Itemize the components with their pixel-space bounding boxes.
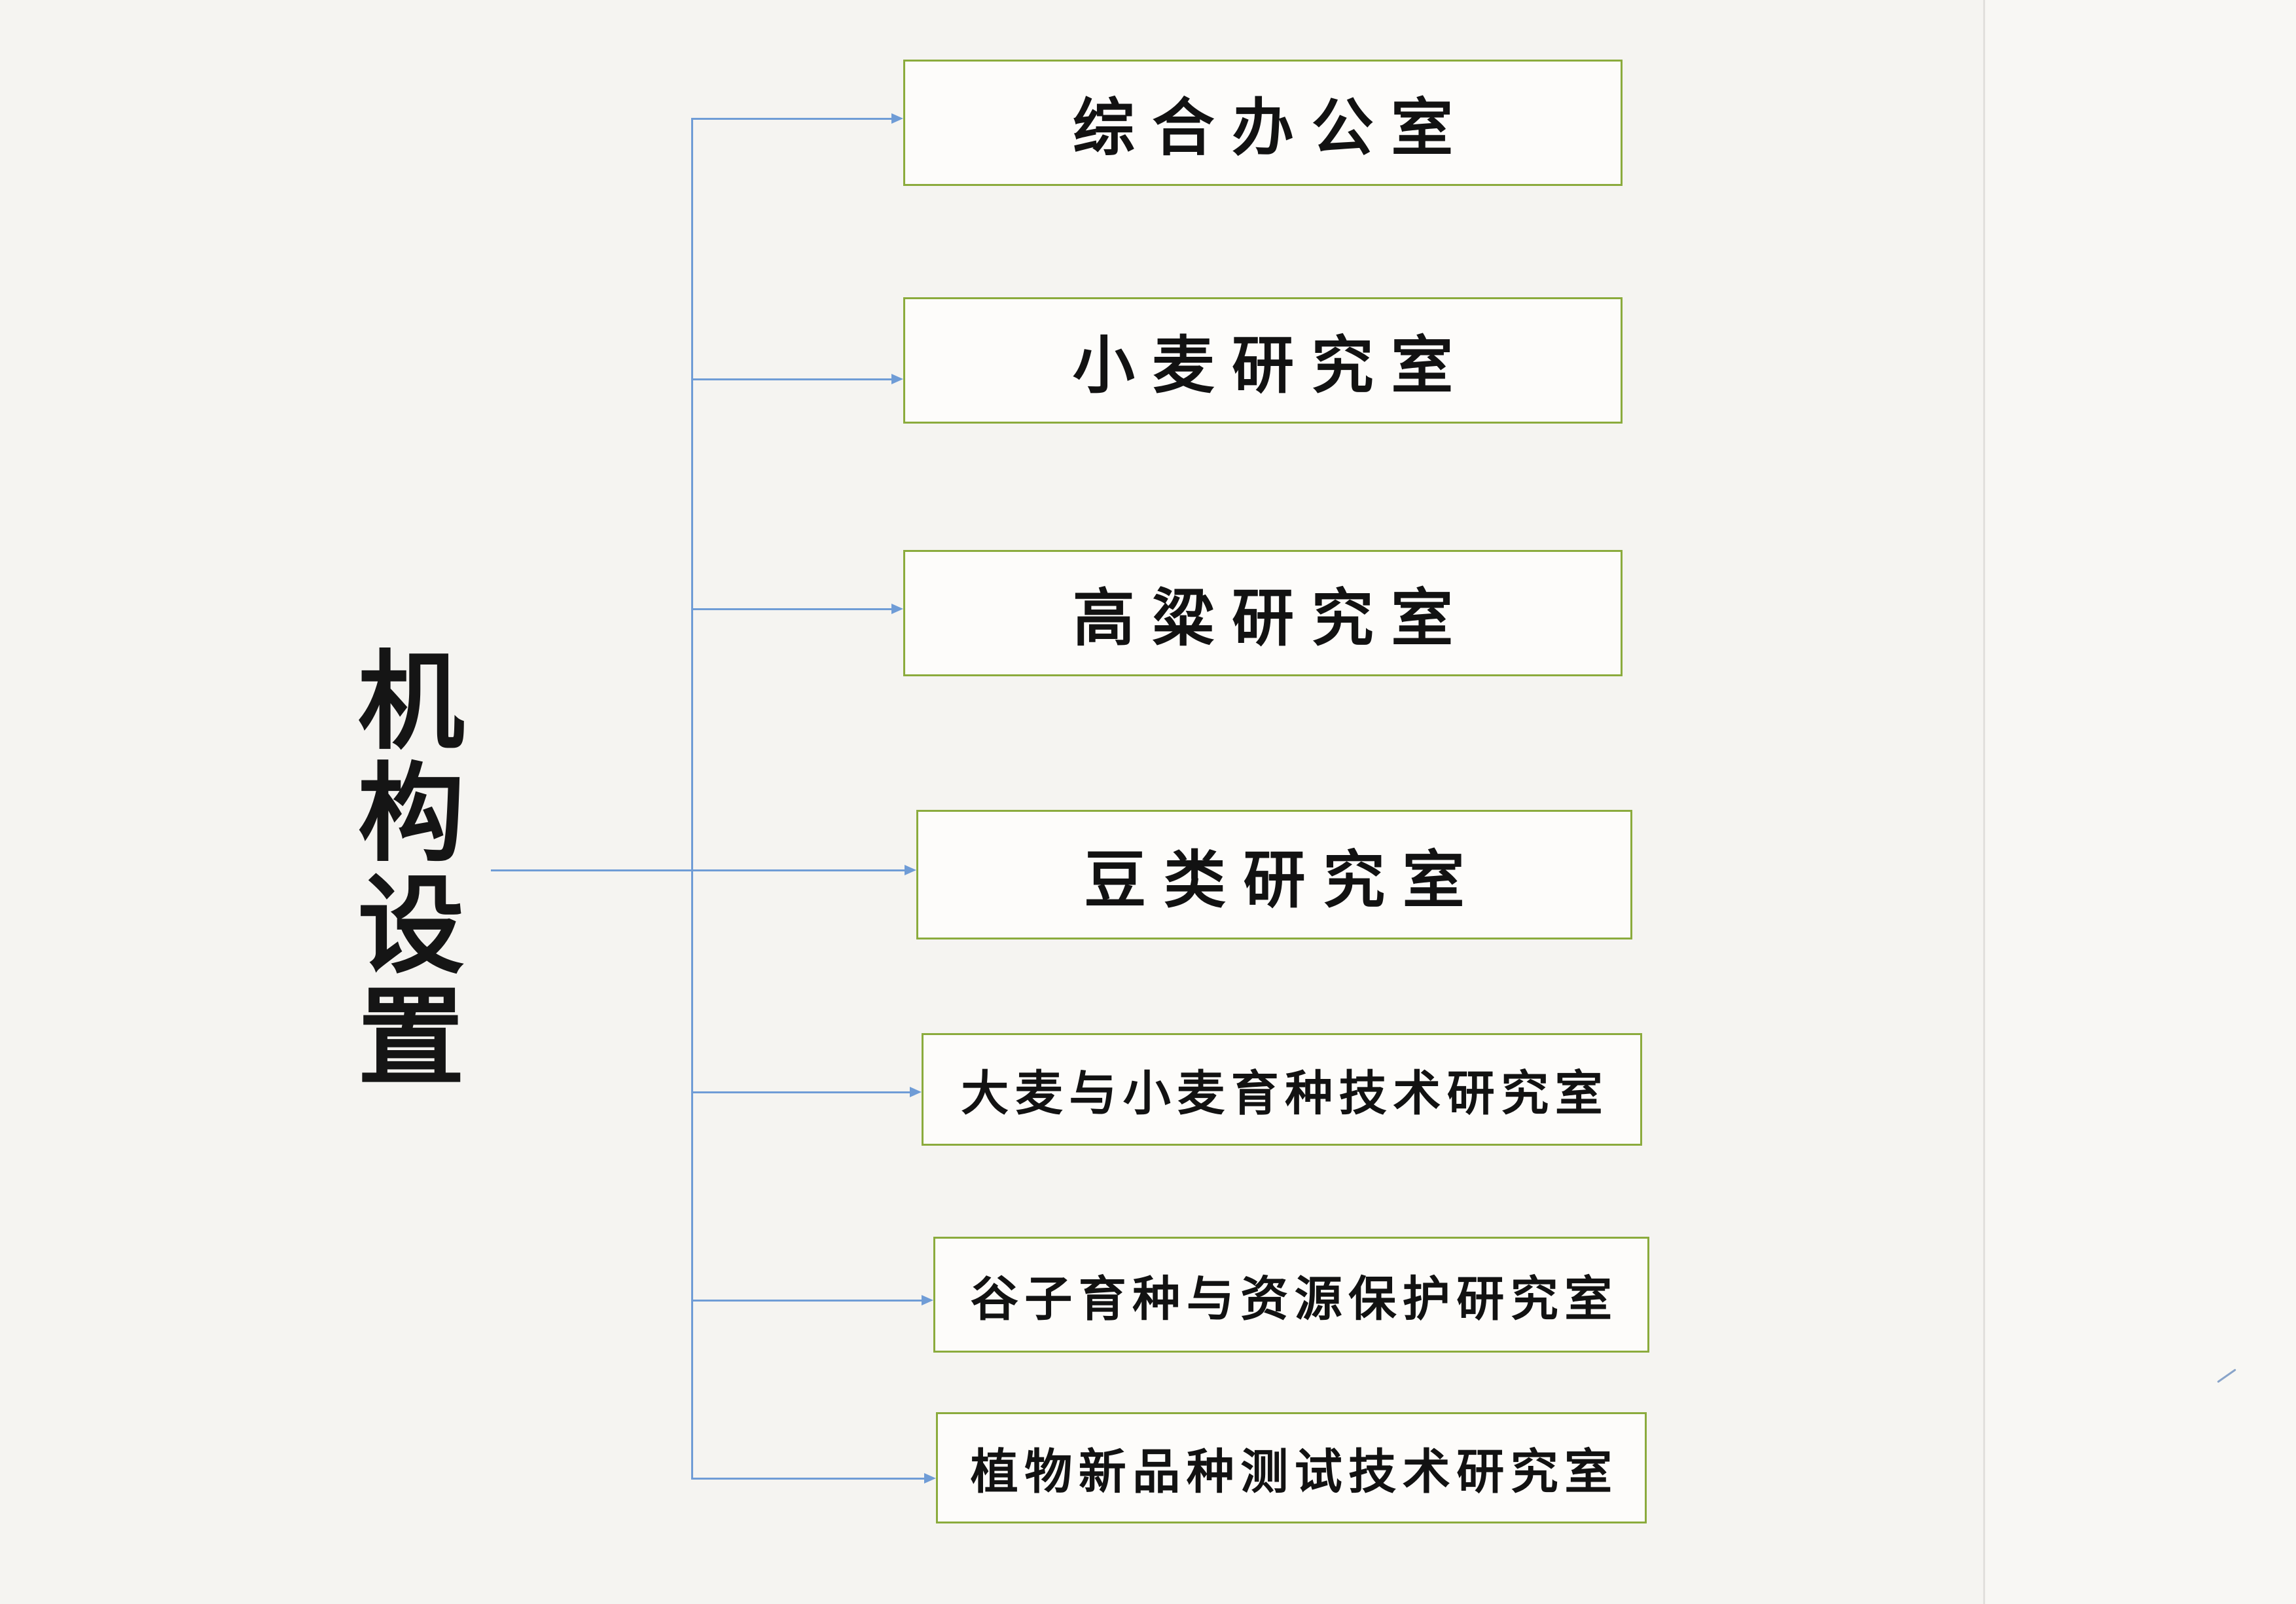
branch-line-6 [691, 1295, 933, 1305]
branch-line-3 [691, 604, 903, 614]
arrow-right-icon [891, 374, 903, 384]
arrow-right-icon [891, 604, 903, 614]
arrow-right-icon [910, 1087, 922, 1097]
arrow-right-icon [891, 113, 903, 124]
scan-crease-line [1983, 0, 1985, 1604]
branch-line-4 [691, 865, 916, 875]
arrow-right-icon [924, 1473, 936, 1484]
branch-line-7 [691, 1473, 936, 1484]
dept-box-general-office: 综合办公室 [903, 60, 1623, 186]
chart-root-title: 机构设置 [342, 645, 462, 1093]
dept-box-legume-research: 豆类研究室 [916, 810, 1632, 939]
dept-box-sorghum-research: 高粱研究室 [903, 550, 1623, 676]
branch-line-2 [691, 374, 903, 384]
dept-box-wheat-research: 小麦研究室 [903, 297, 1623, 424]
arrow-right-icon [922, 1295, 933, 1305]
branch-line-1 [691, 113, 903, 124]
spine-line [691, 118, 693, 1480]
dept-box-barley-wheat-breeding: 大麦与小麦育种技术研究室 [922, 1033, 1642, 1146]
dept-box-plant-variety-testing: 植物新品种测试技术研究室 [936, 1412, 1647, 1523]
root-connector-line [491, 869, 691, 871]
branch-line-5 [691, 1087, 922, 1097]
arrow-right-icon [905, 865, 916, 875]
scan-right-strip [1985, 0, 2296, 1604]
dept-box-millet-breeding-resources: 谷子育种与资源保护研究室 [933, 1237, 1649, 1353]
